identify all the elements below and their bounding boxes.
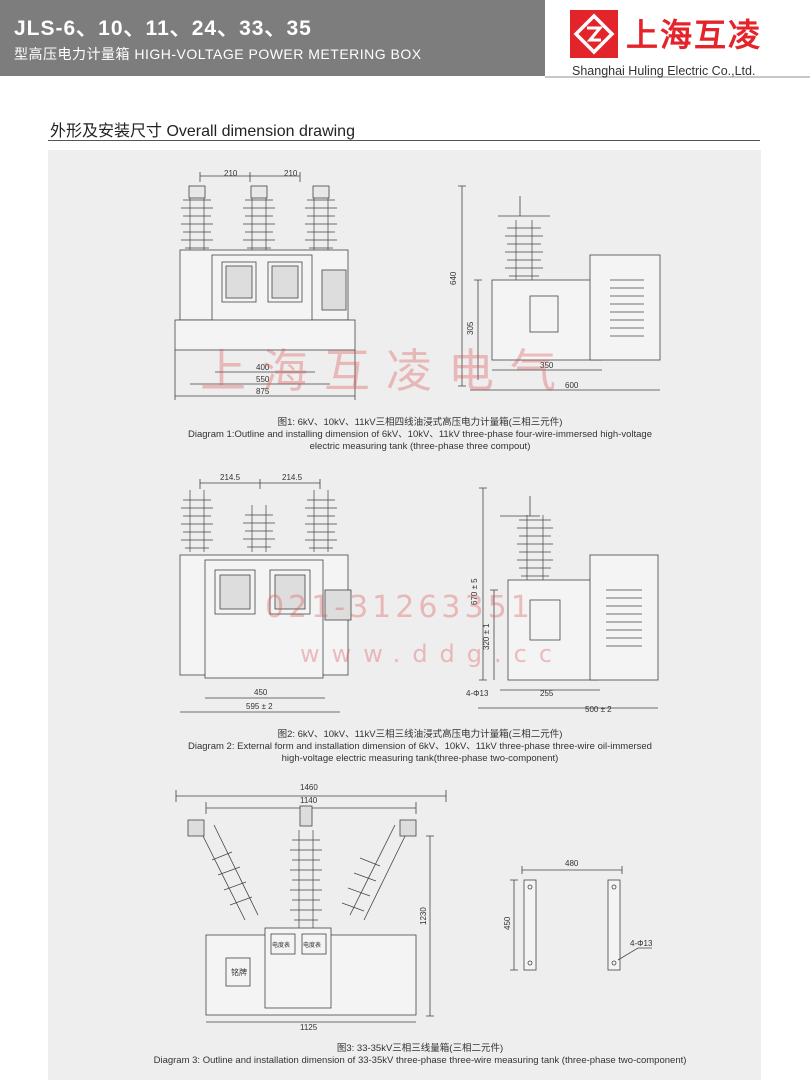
diagram1-dimension-labels: 210 210 400 550 875 640 305 350 600 [224,169,579,396]
d2-dim-595: 595 ± 2 [246,702,273,711]
diagram1-side-view [458,185,661,391]
diagram2-caption-en2: high-voltage electric measuring tank(thr… [281,753,559,764]
brand-logo-icon [570,10,618,58]
d1-dim-875: 875 [256,387,270,396]
d1-dim-550: 550 [256,375,270,384]
d2-dim-top-b: 214.5 [282,473,303,482]
watermark-url: www.ddg.cc [300,640,565,668]
d3-dim-1230: 1230 [419,907,428,925]
product-subtitle: 型高压电力计量箱 HIGH-VOLTAGE POWER METERING BOX [14,46,422,62]
d2-dim-450: 450 [254,688,268,697]
d1-dim-400: 400 [256,363,270,372]
diagram3-caption-cn: 图3: 33-35kV三相三线量箱(三相二元件) [336,1043,504,1054]
header-grey-band [0,0,580,76]
brand-name-en: Shanghai Huling Electric Co.,Ltd. [572,64,756,78]
diagram2-caption-cn: 图2: 6kV、10kV、11kV三相三线油浸式高压电力计量箱(三相二元件) [277,729,563,740]
d1-dim-305: 305 [466,321,475,335]
section-divider [48,140,760,141]
section-title: 外形及安装尺寸 Overall dimension drawing [50,123,355,140]
d3-meter-label-right: 电度表 [303,941,321,949]
d3-meter-label-left: 电度表 [272,941,290,949]
d3-nameplate-label: 铭牌 [231,967,247,977]
d3-dim-480: 480 [565,859,579,868]
diagram1-front-view [174,172,356,400]
d1-dim-640: 640 [449,271,458,285]
d1-dim-600: 600 [565,381,579,390]
d2-dim-320: 320 ± 1 [482,623,491,650]
diagram3-caption: 图3: 33-35kV三相三线量箱(三相二元件) Diagram 3: Outl… [90,1043,750,1067]
diagram2-caption: 图2: 6kV、10kV、11kV三相三线油浸式高压电力计量箱(三相二元件) D… [120,729,720,765]
diagram3-caption-en: Diagram 3: Outline and installation dime… [153,1055,687,1066]
diagram2-side-view [478,487,659,709]
d2-dim-top-a: 214.5 [220,473,241,482]
brand-name-cn: 上海互凌 [626,16,763,54]
diagram2-dimension-labels: 214.5 214.5 450 595 ± 2 670 ± 5 320 ± 1 … [220,473,612,714]
d1-dim-top-a: 210 [224,169,238,178]
diagram3-foot-plan [510,866,652,971]
diagram3-front-view [175,790,447,1023]
page-header: JLS-6、10、11、24、33、35 型高压电力计量箱 HIGH-VOLTA… [0,0,810,90]
diagram2-front-view [179,479,352,713]
watermark-company: 上海互凌电气 [200,344,572,398]
d3-dim-1125: 1125 [300,1023,318,1032]
d2-dim-255: 255 [540,689,554,698]
d1-dim-350: 350 [540,361,554,370]
diagram2-caption-en1: Diagram 2: External form and installatio… [188,741,652,752]
d3-dim-holes: 4-Φ13 [630,939,653,948]
d1-dim-top-b: 210 [284,169,298,178]
d2-dim-holes: 4-Φ13 [466,689,489,698]
product-title: JLS-6、10、11、24、33、35 [14,17,312,40]
diagram1-caption-cn: 图1: 6kV、10kV、11kV三相四线油浸式高压电力计量箱(三相三元件) [277,417,563,428]
d2-dim-670: 670 ± 5 [470,578,479,605]
diagram1-caption-en2: electric measuring tank (three-phase thr… [309,441,531,452]
diagram1-caption-en1: Diagram 1:Outline and installing dimensi… [188,429,652,440]
d3-dim-450: 450 [503,916,512,930]
diagram3-dimension-labels: 1460 1140 1230 1125 480 450 4-Φ13 铭牌 电度表… [231,783,653,1032]
d2-dim-500: 500 ± 2 [585,705,612,714]
d3-dim-1140: 1140 [300,796,318,805]
diagram1-caption: 图1: 6kV、10kV、11kV三相四线油浸式高压电力计量箱(三相三元件) D… [120,417,720,453]
watermark-phone: 021-31263351 [265,590,534,625]
d3-dim-1460: 1460 [300,783,318,792]
